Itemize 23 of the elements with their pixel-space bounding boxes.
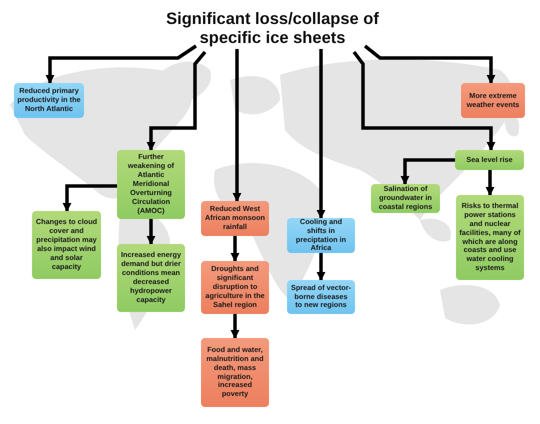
effect-box bbox=[461, 83, 525, 118]
arrow bbox=[232, 49, 242, 202]
effect-box bbox=[117, 150, 185, 219]
arrow bbox=[46, 44, 197, 84]
effect-box bbox=[117, 244, 185, 312]
effect-box bbox=[32, 211, 101, 279]
arrow bbox=[146, 50, 206, 151]
arrow bbox=[352, 50, 496, 151]
arrow bbox=[316, 253, 326, 281]
effect-box bbox=[456, 195, 524, 280]
arrow bbox=[146, 219, 156, 245]
arrow bbox=[400, 158, 455, 185]
effect-box bbox=[287, 218, 355, 253]
arrow bbox=[62, 184, 117, 212]
arrow bbox=[230, 236, 240, 262]
heading-text: Significant loss/collapse of specific ice sheets bbox=[165, 10, 380, 48]
arrow bbox=[316, 49, 326, 219]
arrow bbox=[486, 170, 494, 196]
effect-box bbox=[201, 338, 269, 407]
arrow bbox=[364, 44, 496, 84]
effect-box bbox=[371, 184, 440, 213]
arrow bbox=[230, 314, 240, 339]
effect-box bbox=[455, 150, 524, 170]
